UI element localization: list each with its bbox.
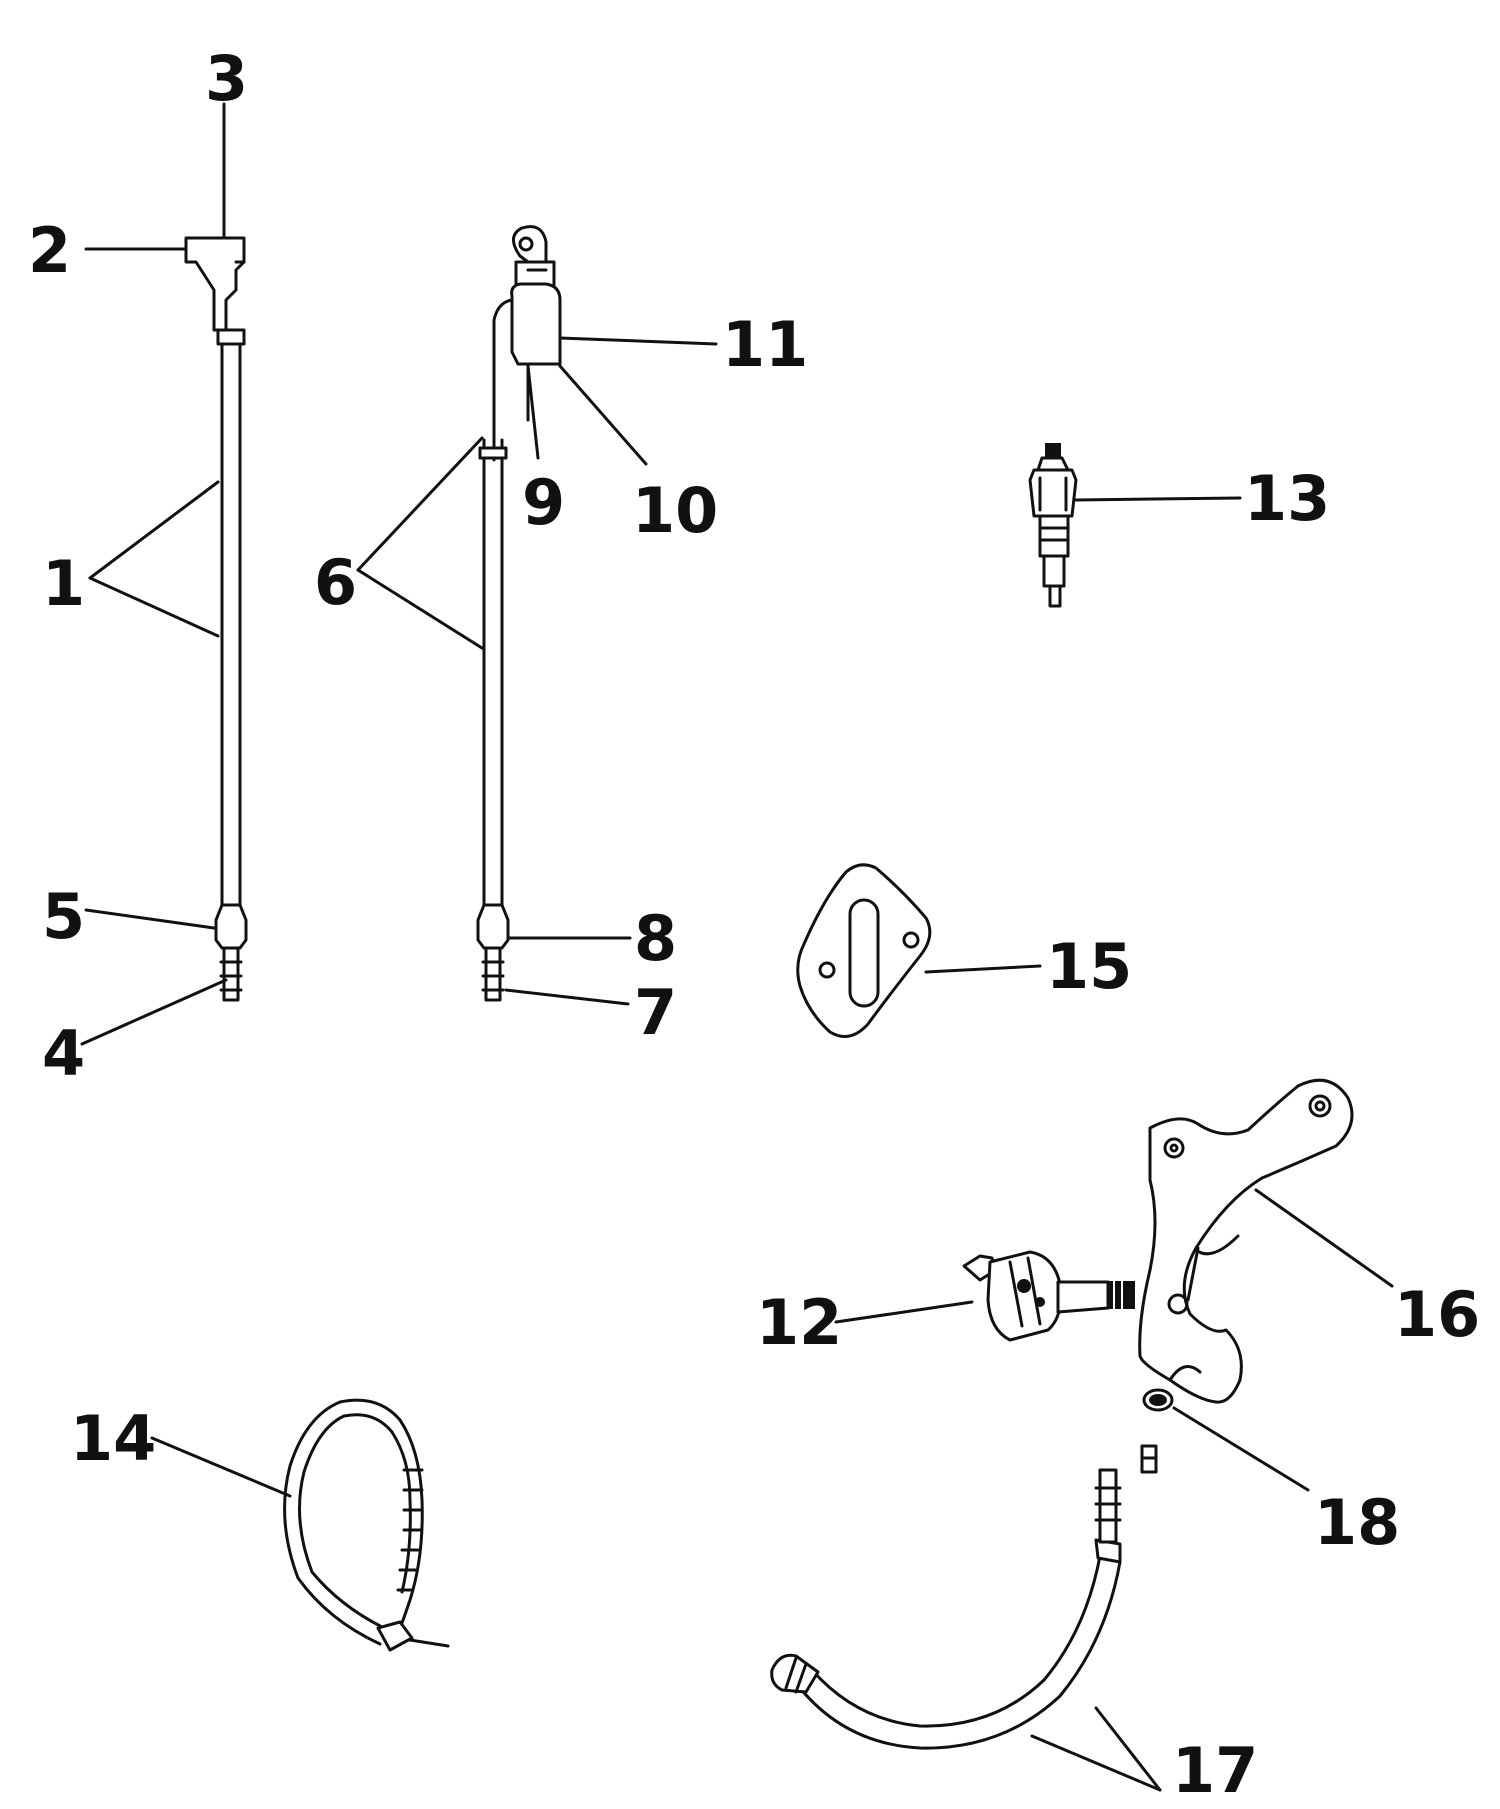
leader-lines <box>80 102 1394 1792</box>
part-1-probe-rod <box>184 236 248 1002</box>
part-13-sender <box>1028 443 1078 608</box>
callout-4: 4 <box>42 1017 85 1090</box>
callout-13: 13 <box>1244 462 1330 535</box>
callout-16: 16 <box>1394 1278 1480 1351</box>
callout-9: 9 <box>522 466 565 539</box>
callout-labels: 1 2 3 4 5 6 7 8 9 10 11 12 13 14 15 16 1… <box>28 42 1480 1807</box>
part-14-tie-strap <box>283 1398 450 1652</box>
part-6-probe-rod <box>476 225 562 1002</box>
callout-15: 15 <box>1046 930 1132 1003</box>
callout-8: 8 <box>634 902 677 975</box>
callout-2: 2 <box>28 214 71 287</box>
part-16-bracket <box>1138 1078 1354 1404</box>
callout-14: 14 <box>70 1402 156 1475</box>
callout-5: 5 <box>42 880 85 953</box>
callout-7: 7 <box>634 976 677 1049</box>
callout-12: 12 <box>756 1286 842 1359</box>
callout-1: 1 <box>42 547 85 620</box>
callout-10: 10 <box>632 474 718 547</box>
part-12-sender <box>962 1250 1135 1342</box>
callout-18: 18 <box>1314 1486 1400 1559</box>
callout-6: 6 <box>314 546 357 619</box>
part-18-oring <box>1142 1388 1174 1412</box>
callout-17: 17 <box>1172 1734 1258 1807</box>
callout-3: 3 <box>205 42 248 115</box>
part-17-hose <box>770 1444 1158 1750</box>
callout-11: 11 <box>722 308 808 381</box>
part-15-gasket <box>796 863 932 1038</box>
